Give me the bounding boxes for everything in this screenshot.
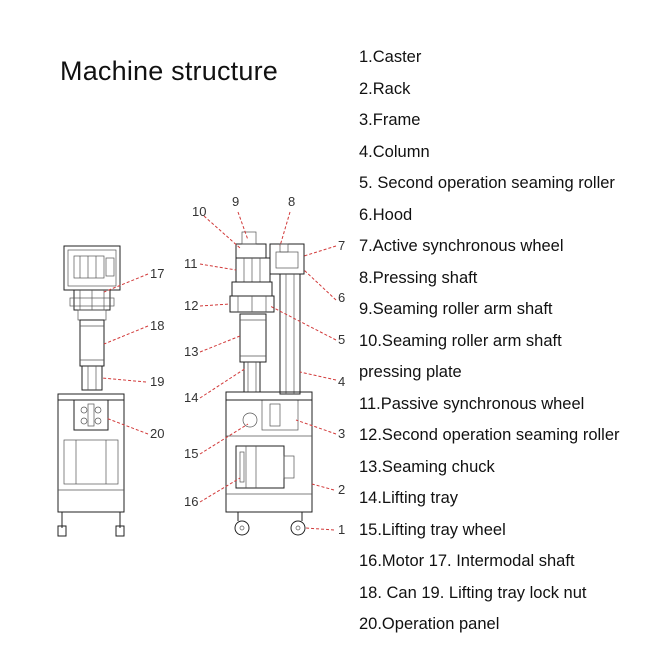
legend-item: 10.Seaming roller arm shaft	[359, 331, 562, 350]
legend-item: 4.Column	[359, 142, 430, 161]
legend-item: 13.Seaming chuck	[359, 457, 495, 476]
legend-item: 14.Lifting tray	[359, 489, 459, 507]
front-frame	[225, 391, 313, 401]
callout-6: 6	[338, 290, 345, 305]
legend-item: 11.Passive synchronous wheel	[359, 394, 585, 413]
legend-item: 2.Rack	[359, 79, 411, 98]
legend-item: 16.Motor 17. Intermodal shaft	[359, 552, 575, 570]
side-operation-panel	[73, 399, 109, 431]
legend-item: pressing plate	[359, 363, 462, 381]
callout-4: 4	[338, 374, 345, 389]
callout-20: 20	[150, 426, 164, 441]
legend-item: 3.Frame	[359, 111, 421, 129]
legend-item: 1.Caster	[359, 48, 422, 66]
callout-5: 5	[338, 332, 345, 347]
legend-item: 5. Second operation seaming roller	[359, 174, 615, 192]
legend-item: 8.Pressing shaft	[359, 268, 478, 287]
legend-item: 7.Active synchronous wheel	[359, 237, 564, 255]
parts-legend: 1.Caster 2.Rack 3.Frame 4.Column 5. Seco…	[359, 46, 620, 645]
legend-item: 18. Can 19. Lifting tray lock nut	[359, 583, 587, 602]
legend-item: 9.Seaming roller arm shaft	[359, 300, 553, 318]
callout-7: 7	[338, 238, 345, 253]
callouts: 17 18 19 20 10 9 8 11 12 13 14 15 16 7 6…	[150, 194, 345, 537]
side-view	[57, 245, 125, 537]
callout-9: 9	[232, 194, 239, 209]
front-rack	[225, 399, 313, 513]
side-hood	[63, 245, 121, 291]
callout-8: 8	[288, 194, 295, 209]
legend-item: 20.Operation panel	[359, 615, 500, 633]
callout-3: 3	[338, 426, 345, 441]
front-can	[239, 313, 267, 363]
side-can	[79, 319, 105, 367]
callout-11: 11	[184, 256, 198, 271]
callout-2: 2	[338, 482, 345, 497]
callout-12: 12	[184, 298, 198, 313]
callout-13: 13	[184, 344, 198, 359]
diagram-title: Machine structure	[60, 56, 278, 86]
callout-15: 15	[184, 446, 198, 461]
callout-10: 10	[192, 204, 206, 219]
legend-item: 6.Hood	[359, 205, 413, 224]
callout-14: 14	[184, 390, 198, 405]
callout-1: 1	[338, 522, 345, 537]
callout-16: 16	[184, 494, 198, 509]
legend-item: 15.Lifting tray wheel	[359, 520, 506, 539]
legend-item: 12.Second operation seaming roller	[359, 426, 620, 444]
side-rack	[57, 399, 125, 513]
callout-17: 17	[150, 266, 164, 281]
callout-19: 19	[150, 374, 164, 389]
callout-18: 18	[150, 318, 164, 333]
front-column	[279, 273, 301, 395]
leader-lines	[101, 211, 337, 531]
front-view	[225, 231, 313, 536]
